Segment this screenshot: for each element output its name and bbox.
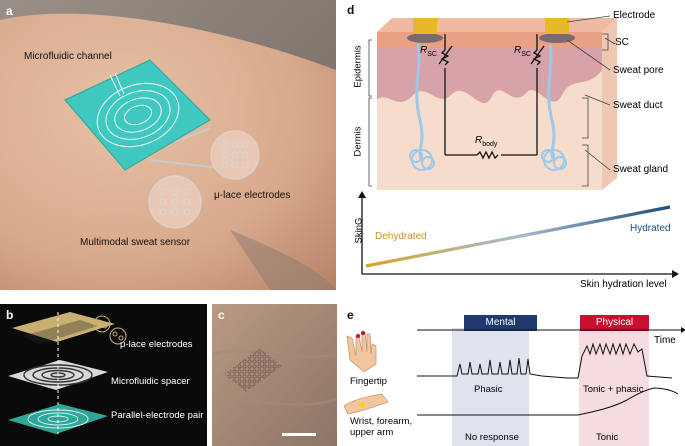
lace-electrodes	[148, 130, 260, 229]
physical-tag: Physical	[595, 317, 634, 328]
hydration-plot	[358, 191, 679, 278]
mental-tag: Mental	[485, 317, 516, 328]
fingertip-trace	[417, 342, 673, 379]
rbody-label: Rbody	[475, 135, 498, 148]
mental-period-band	[452, 328, 529, 446]
dehydrated-label: Dehydrated	[375, 231, 427, 242]
layer-label-spacer: Microfluidic spacer	[111, 376, 190, 387]
sweat-sensor-device	[64, 59, 239, 171]
fingertip-hand-icon	[346, 331, 377, 373]
layer-label-electrode-pair: Parallel-electrode pair	[111, 410, 204, 421]
panel-a-label: a	[6, 4, 13, 18]
skin-photo-illustration	[212, 304, 337, 446]
skin-cross-section-diagram	[358, 15, 679, 278]
rsc-right-label: RSC	[514, 45, 531, 58]
arm-site-label: Wrist, forearm, upper arm	[350, 416, 413, 438]
rsc-left-label: RSC	[420, 45, 437, 58]
arm-icon	[343, 393, 389, 415]
fingertip-mental-response: Phasic	[474, 384, 503, 395]
sweat-gland-callout: Sweat gland	[613, 164, 669, 175]
panel-d-skin-model: d Epidermis Dermis RSC RSC Rbody Electro…	[342, 0, 685, 300]
multimodal-sensor-label: Multimodal sweat sensor	[80, 237, 191, 248]
panel-d-label: d	[347, 3, 355, 17]
sweat-pore-callout: Sweat pore	[613, 65, 664, 76]
panel-e-label: e	[347, 308, 354, 322]
sweat-response-diagram	[343, 315, 685, 446]
panel-a-photo: a Microfluidic channel μ-lace electrodes…	[0, 0, 336, 290]
electrode-callout: Electrode	[613, 10, 656, 21]
panel-c-label: c	[218, 308, 225, 322]
fingertip-site-label: Fingertip	[350, 376, 387, 387]
fingertip-physical-response: Tonic + phasic	[583, 384, 644, 395]
arm-trace	[417, 387, 679, 416]
hydration-trend-line	[365, 205, 671, 268]
dermis-label: Dermis	[352, 126, 364, 157]
mental-tag-box	[464, 315, 537, 331]
panel-b-exploded-view: b μ-lace electrodes Microfluidic spacer …	[0, 304, 207, 446]
scale-bar	[282, 433, 316, 436]
skin-g-axis-label: SkinG	[353, 217, 365, 244]
layer-label-electrodes: μ-lace electrodes	[120, 339, 193, 350]
panel-c-photo: c	[212, 304, 337, 446]
hydrated-label: Hydrated	[630, 223, 671, 234]
panel-b-label: b	[6, 308, 14, 322]
physical-tag-box	[580, 315, 649, 331]
lace-electrodes-label: μ-lace electrodes	[214, 190, 291, 201]
epidermis-label: Epidermis	[352, 45, 364, 88]
arm-mental-response: No response	[465, 432, 519, 443]
sweat-duct-callout: Sweat duct	[613, 100, 663, 111]
sc-callout: SC	[615, 37, 629, 48]
arm-photo-illustration	[0, 0, 336, 290]
microfluidic-channel-label: Microfluidic channel	[24, 51, 112, 62]
layer-stack-illustration	[8, 312, 127, 434]
hydration-axis-label: Skin hydration level	[580, 279, 667, 290]
arm-physical-response: Tonic	[596, 432, 619, 443]
time-axis-label: Time	[654, 335, 676, 346]
panel-e-sweat-response: e Mental Physical Time Fingertip Wrist, …	[342, 304, 685, 446]
